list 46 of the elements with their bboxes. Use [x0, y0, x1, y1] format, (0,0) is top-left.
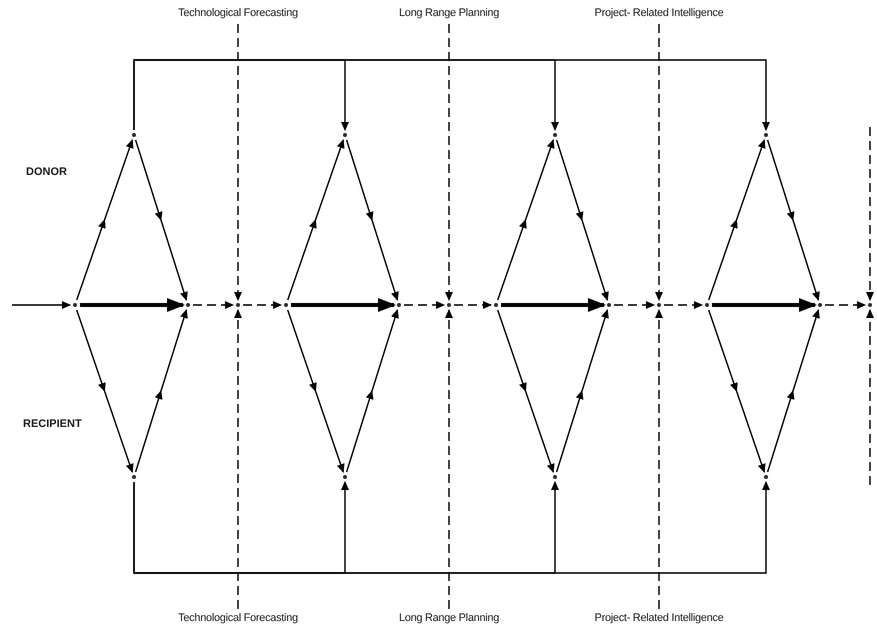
arrow [708, 310, 766, 473]
arrow [825, 301, 866, 309]
arrow [234, 24, 242, 301]
arrow [234, 309, 242, 609]
phase-label: Technological Forecasting [178, 6, 298, 20]
arrow [76, 310, 134, 473]
arrow [614, 301, 655, 309]
arrow [133, 481, 770, 574]
arrow [193, 301, 234, 309]
arrow [12, 301, 71, 309]
arrow [287, 139, 344, 300]
arrow [346, 309, 399, 472]
arrow [556, 309, 609, 472]
phase-label: Project- Related Intelligence [594, 6, 724, 20]
arrow [445, 24, 453, 301]
arrow [655, 309, 663, 609]
arrow [866, 309, 874, 485]
arrow [766, 309, 820, 472]
arrow [134, 140, 188, 301]
arrow [501, 298, 606, 312]
arrow [655, 24, 663, 301]
arrow [866, 127, 874, 301]
arrow [243, 301, 282, 309]
arrow [133, 59, 770, 131]
arrow [497, 139, 554, 300]
arrow [291, 298, 396, 312]
arrow [708, 139, 766, 300]
arrow [80, 298, 185, 312]
arrow [712, 298, 817, 312]
phase-label: Technological Forecasting [178, 611, 298, 625]
arrow [664, 301, 703, 309]
phase-label: Project- Related Intelligence [594, 611, 724, 625]
arrow [76, 139, 134, 300]
arrow [445, 309, 453, 609]
row-label: DONOR [26, 165, 67, 180]
arrow [766, 140, 820, 301]
arrow [404, 301, 445, 309]
phase-label: Long Range Planning [398, 6, 500, 20]
arrow [556, 140, 609, 301]
arrow [287, 310, 344, 473]
arrow [454, 301, 492, 309]
row-label: RECIPIENT [23, 417, 82, 432]
phase-label: Long Range Planning [398, 611, 500, 625]
arrow [134, 309, 188, 472]
arrow [497, 310, 554, 473]
arrow [346, 140, 399, 301]
